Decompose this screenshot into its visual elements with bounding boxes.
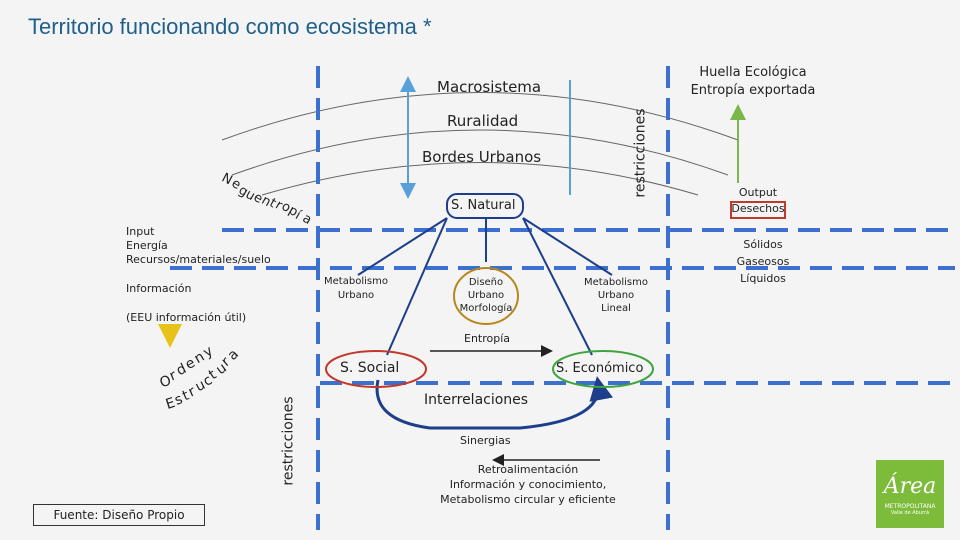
economico-oval <box>552 350 654 388</box>
input-label: Input Energía Recursos/materiales/suelo <box>126 225 271 266</box>
informacion-label: Información <box>126 282 192 295</box>
ruralidad-arc <box>231 129 729 176</box>
metabolismo-lineal-label: Metabolismo Urbano Lineal <box>584 277 648 314</box>
tri-left-inner <box>386 217 448 356</box>
retroalimentacion-label: Retroalimentación Información y conocimi… <box>440 463 616 506</box>
area-metropolitana-logo: Área METROPOLITANA Valle de Aburrá <box>876 460 944 528</box>
eeu-label: (EEU información útil) <box>126 311 247 324</box>
bordes-arc <box>261 162 699 196</box>
macrosistema-label: Macrosistema <box>437 78 542 96</box>
desechos-box <box>730 201 786 219</box>
tri-right-outer <box>522 217 613 276</box>
source-note: Fuente: Diseño Propio <box>33 504 205 526</box>
natural-box <box>446 193 524 219</box>
tri-left-outer <box>357 217 448 276</box>
diseno-urbano-label: Diseño Urbano Morfología <box>459 277 513 314</box>
ruralidad-label: Ruralidad <box>447 112 519 130</box>
sinergias-label: Sinergias <box>460 434 511 447</box>
bordes-urbanos-label: Bordes Urbanos <box>422 148 542 166</box>
restricciones-bottom-label: restricciones <box>280 396 297 486</box>
s-economico-label: S. Económico <box>556 361 644 376</box>
social-oval <box>325 350 427 388</box>
residuos-label: Sólidos Gaseosos Líquidos <box>736 238 790 285</box>
interrelaciones-loop <box>375 376 614 430</box>
output-label: Output Desechos <box>731 186 785 215</box>
interrelaciones-label: Interrelaciones <box>424 392 529 408</box>
entropia-label: Entropía <box>464 332 511 345</box>
metabolismo-urbano-label: Metabolismo Urbano <box>324 276 388 301</box>
tri-right-inner <box>522 217 593 356</box>
restricciones-top-label: restricciones <box>632 108 649 198</box>
page-title: Territorio funcionando como ecosistema * <box>28 14 432 39</box>
s-social-label: S. Social <box>340 360 400 376</box>
huella-label: Huella Ecológica Entropía exportada <box>690 65 816 98</box>
diseno-oval <box>453 267 519 325</box>
s-natural-label: S. Natural <box>451 198 516 213</box>
